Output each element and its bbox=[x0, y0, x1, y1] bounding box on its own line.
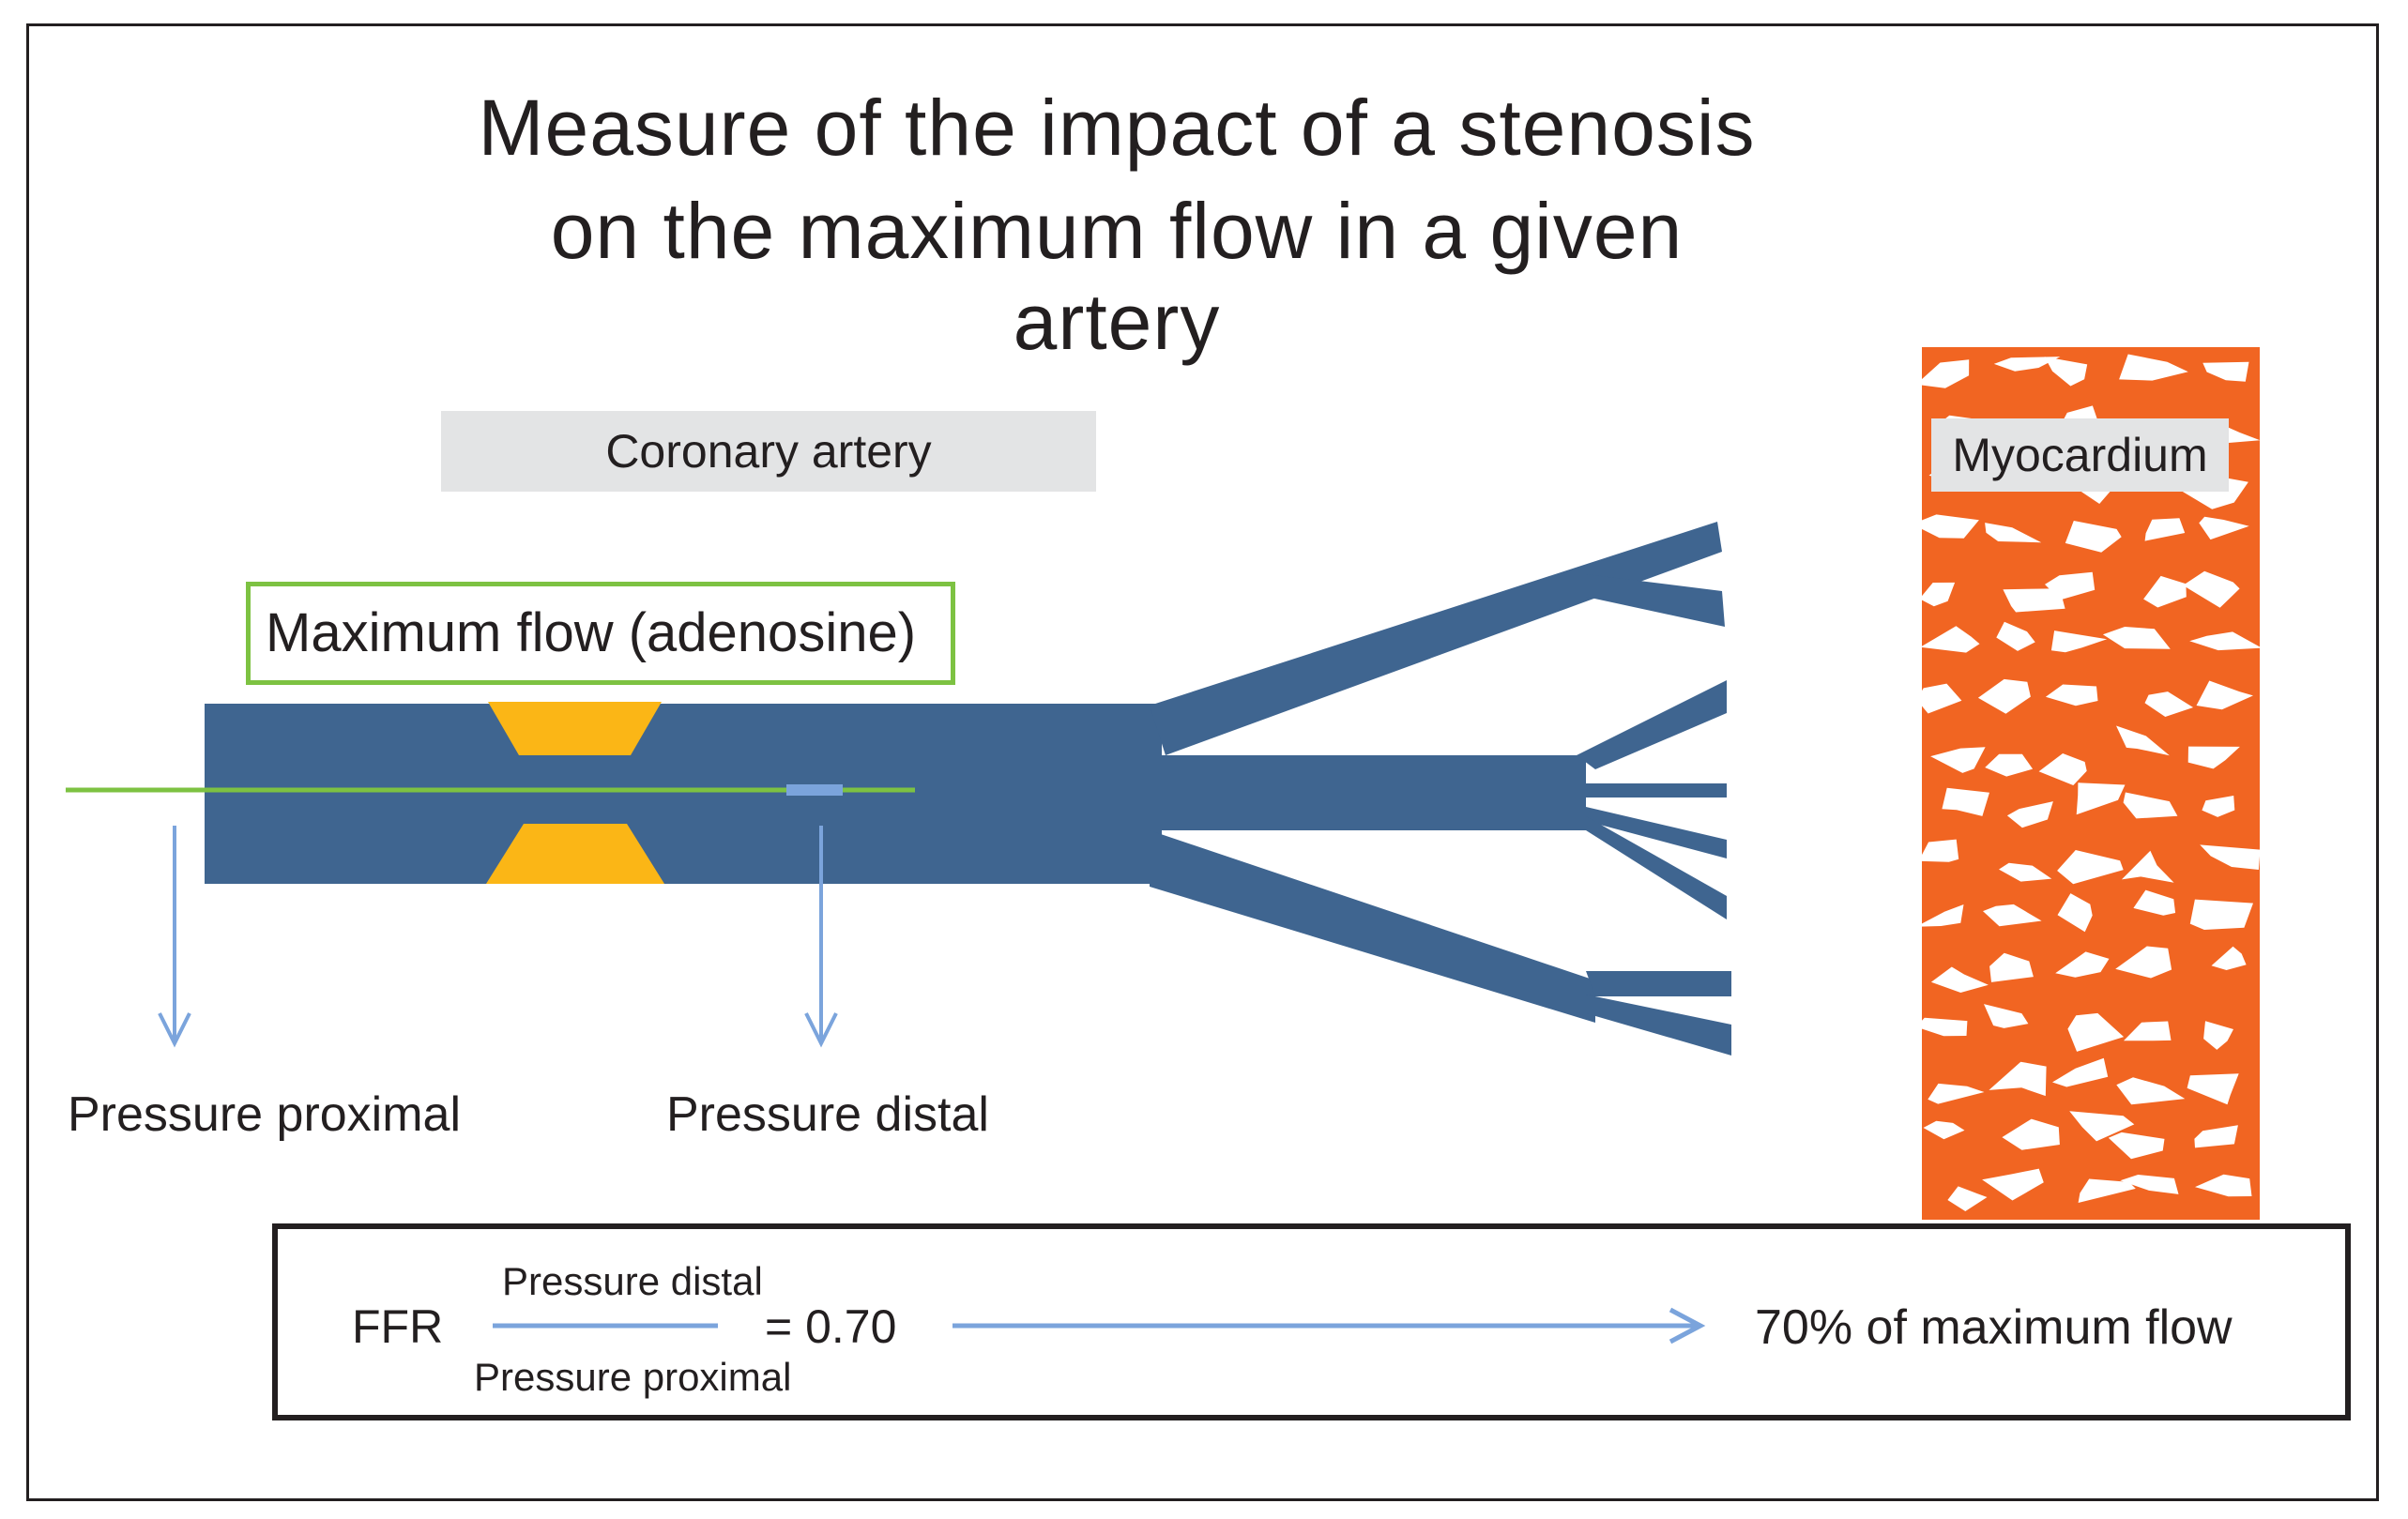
myocardium-label: Myocardium bbox=[1931, 418, 2229, 492]
myocardium-gap bbox=[1930, 747, 1986, 773]
myocardium-gap bbox=[2121, 850, 2174, 883]
myocardium-gap bbox=[1923, 1120, 1965, 1140]
ffr-label: FFR bbox=[352, 1300, 444, 1353]
myocardium-gap bbox=[1989, 952, 2034, 982]
myocardium-gap bbox=[1983, 904, 2042, 927]
title-line-1: Measure of the impact of a stenosis bbox=[478, 84, 1756, 172]
myocardium-gap bbox=[2202, 796, 2235, 817]
myocardium-gap bbox=[2189, 899, 2253, 930]
myocardium-gap bbox=[2067, 1012, 2125, 1052]
myocardium-gap bbox=[2187, 1073, 2239, 1105]
ffr-value: = 0.70 bbox=[765, 1300, 897, 1353]
myocardium-gap bbox=[1985, 523, 2042, 543]
myocardium-gap bbox=[2076, 782, 2126, 815]
myocardium-gap bbox=[1918, 839, 1959, 862]
myocardium-gap bbox=[2115, 946, 2172, 979]
arrow-pressure-distal bbox=[804, 826, 838, 1048]
myocardium-gap bbox=[2124, 1021, 2172, 1041]
myocardium-gap bbox=[2006, 801, 2053, 828]
myocardium-gap bbox=[2003, 588, 2065, 613]
myocardium-gap bbox=[2123, 792, 2178, 819]
ffr-formula-box bbox=[272, 1223, 2351, 1420]
myocardium-gap bbox=[2202, 361, 2249, 382]
myocardium-gap bbox=[2194, 1125, 2238, 1148]
myocardium-gap bbox=[1999, 862, 2052, 882]
ffr-numerator: Pressure distal bbox=[502, 1259, 763, 1303]
myocardium-gap bbox=[2144, 691, 2194, 717]
myocardium-gap bbox=[1928, 1083, 1985, 1104]
artery-branch-upper bbox=[1150, 522, 1722, 755]
artery-branch-lower bbox=[1150, 830, 1595, 1023]
myocardium-gap bbox=[2116, 1077, 2186, 1105]
myocardium-gap bbox=[2002, 1118, 2060, 1150]
pressure-proximal-label: Pressure proximal bbox=[68, 1087, 462, 1142]
myocardium-gap bbox=[2116, 725, 2170, 756]
myocardium-gap bbox=[2038, 753, 2087, 785]
myocardium-gap bbox=[2057, 850, 2124, 885]
artery-trunk bbox=[205, 704, 1162, 884]
stenosis-lower bbox=[486, 824, 664, 884]
stenosis-upper bbox=[488, 702, 662, 755]
myocardium-gap bbox=[1930, 966, 1989, 993]
myocardium-gap bbox=[2195, 1174, 2252, 1197]
myocardium-gap bbox=[2143, 575, 2187, 608]
myocardium-gap bbox=[2183, 570, 2240, 608]
myocardium-gap bbox=[2120, 1175, 2179, 1194]
myocardium-gap bbox=[2055, 951, 2110, 978]
myocardium-gap bbox=[2044, 357, 2088, 387]
myocardium-gap bbox=[1947, 1186, 1988, 1211]
myocardium-gap bbox=[1920, 626, 1980, 653]
ffr-result: 70% of maximum flow bbox=[1755, 1300, 2233, 1355]
myocardium-gap bbox=[2050, 630, 2108, 653]
myocardium-gap bbox=[2187, 746, 2240, 769]
ffr-denominator: Pressure proximal bbox=[474, 1355, 792, 1399]
myocardium-gap bbox=[1915, 359, 1970, 388]
myocardium-gap bbox=[1919, 582, 1956, 607]
myocardium-gap bbox=[1916, 683, 1962, 714]
myocardium-gap bbox=[1915, 1017, 1968, 1037]
arrow-pressure-proximal bbox=[158, 826, 191, 1048]
coronary-artery-label: Coronary artery bbox=[441, 411, 1096, 492]
myocardium-gap bbox=[1942, 787, 1989, 816]
myocardium-gap bbox=[1982, 1168, 2044, 1201]
myocardium-gap bbox=[2199, 516, 2249, 540]
myocardium-gap bbox=[2211, 946, 2247, 970]
myocardium-gap bbox=[2144, 518, 2186, 541]
myocardium-gap bbox=[2133, 889, 2176, 916]
myocardium-gap bbox=[1985, 753, 2034, 777]
myocardium-gap bbox=[2065, 521, 2122, 553]
myocardium-gap bbox=[1984, 1004, 2029, 1028]
figure-frame bbox=[26, 23, 2379, 1501]
pressure-sensor bbox=[786, 784, 843, 796]
coronary-artery-vessel bbox=[205, 522, 1731, 1056]
myocardium-gap bbox=[2057, 893, 2093, 933]
myocardium-gap bbox=[2119, 354, 2188, 381]
myocardium-gap bbox=[2200, 844, 2261, 870]
pressure-distal-label: Pressure distal bbox=[666, 1087, 989, 1142]
myocardium-gap bbox=[1915, 904, 1964, 927]
title-line-2: on the maximum flow in a given artery bbox=[550, 187, 1684, 366]
artery-branch-middle bbox=[1150, 755, 1586, 830]
myocardium-gap bbox=[2045, 571, 2096, 600]
myocardium-gap bbox=[1989, 1061, 2047, 1097]
myocardium-gap bbox=[2052, 1057, 2109, 1087]
myocardium-gap bbox=[2203, 1021, 2233, 1050]
myocardium-gap bbox=[2108, 1132, 2165, 1160]
myocardium-gap bbox=[1977, 678, 2031, 714]
myocardium-gap bbox=[2196, 680, 2253, 710]
myocardium-gap bbox=[2078, 1178, 2136, 1203]
myocardium-gap bbox=[2189, 631, 2263, 651]
myocardium-gap bbox=[1912, 514, 1979, 539]
myocardium-gap bbox=[2069, 1111, 2135, 1142]
myocardium-gap bbox=[1996, 621, 2035, 651]
maximum-flow-label: Maximum flow (adenosine) bbox=[246, 582, 955, 685]
myocardium-gap bbox=[2045, 684, 2098, 706]
myocardium-gap bbox=[1993, 357, 2061, 372]
myocardium-gap bbox=[2102, 627, 2171, 649]
